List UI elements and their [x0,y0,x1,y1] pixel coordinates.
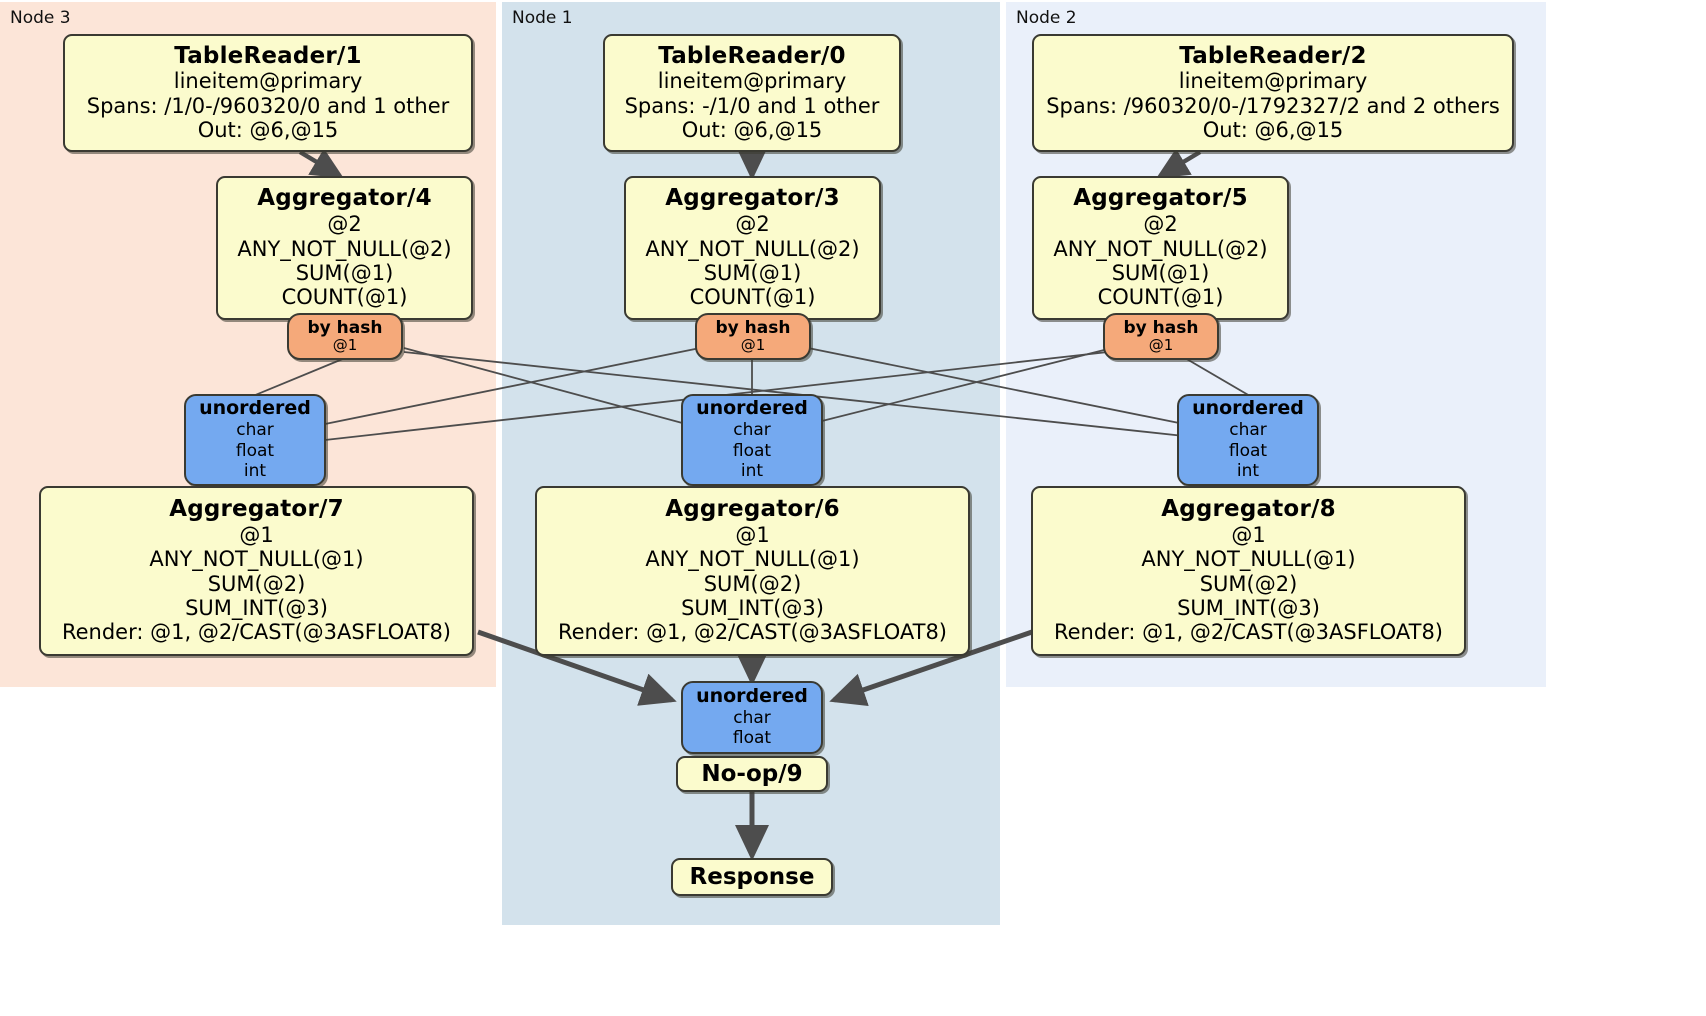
router-title: by hash [1123,317,1199,338]
receiver-title: unordered [199,397,311,420]
receiver-line: float [732,728,772,749]
panel-node1-label: Node 1 [512,8,573,28]
processor-line: Out: @6,@15 [1202,118,1344,143]
processor-title: Aggregator/8 [1161,496,1336,523]
processor-line: SUM(@2) [1199,571,1298,596]
processor-line: Spans: /1/0-/960320/0 and 1 other [86,93,450,118]
processor-line: SUM(@1) [703,260,802,285]
processor-title: Aggregator/6 [665,496,840,523]
receiver-line: char [1229,420,1267,441]
processor-line: @1 [239,522,274,547]
router-title: by hash [715,317,791,338]
panel-node2-label: Node 2 [1016,8,1077,28]
receiver-title: unordered [1192,397,1304,420]
receiver-line: float [732,440,772,461]
processor-line: Render: @1, @2/CAST(@3ASFLOAT8) [1053,620,1444,645]
processor-title: TableReader/1 [174,42,362,69]
processor-aggregator-8[interactable]: Aggregator/8 @1 ANY_NOT_NULL(@1) SUM(@2)… [1031,486,1466,656]
processor-line: lineitem@primary [173,69,363,94]
processor-line: @2 [735,212,770,237]
processor-line: COUNT(@1) [1097,285,1224,310]
receiver-line: float [1228,440,1268,461]
processor-line: SUM_INT(@3) [185,596,328,621]
router-title: by hash [307,317,383,338]
processor-line: Out: @6,@15 [197,118,339,143]
receiver-line: char [236,420,274,441]
receiver-unordered-center[interactable]: unordered char float int [681,394,823,486]
processor-line: @2 [1143,212,1178,237]
receiver-unordered-left[interactable]: unordered char float int [184,394,326,486]
processor-aggregator-5[interactable]: Aggregator/5 @2 ANY_NOT_NULL(@2) SUM(@1)… [1032,176,1289,320]
processor-title: Aggregator/4 [257,185,432,212]
receiver-unordered-final[interactable]: unordered char float [681,681,823,754]
processor-title: TableReader/2 [1179,42,1367,69]
processor-title: Aggregator/5 [1073,185,1248,212]
processor-line: ANY_NOT_NULL(@2) [645,236,860,261]
processor-line: @1 [1231,522,1266,547]
receiver-line: int [1236,461,1260,482]
receiver-line: int [740,461,764,482]
receiver-title: unordered [696,397,808,420]
processor-line: SUM(@2) [207,571,306,596]
processor-aggregator-3[interactable]: Aggregator/3 @2 ANY_NOT_NULL(@2) SUM(@1)… [624,176,881,320]
processor-line: Spans: /960320/0-/1792327/2 and 2 others [1046,93,1500,118]
processor-line: SUM(@2) [703,571,802,596]
receiver-line: char [733,420,771,441]
processor-title: Aggregator/7 [169,496,344,523]
processor-aggregator-6[interactable]: Aggregator/6 @1 ANY_NOT_NULL(@1) SUM(@2)… [535,486,970,656]
processor-line: COUNT(@1) [689,285,816,310]
processor-line: lineitem@primary [657,69,847,94]
router-line: @1 [1148,336,1174,355]
processor-line: @1 [735,522,770,547]
processor-table-reader-1[interactable]: TableReader/1 lineitem@primary Spans: /1… [63,34,473,152]
processor-aggregator-4[interactable]: Aggregator/4 @2 ANY_NOT_NULL(@2) SUM(@1)… [216,176,473,320]
receiver-line: float [235,440,275,461]
processor-line: SUM_INT(@3) [681,596,824,621]
processor-line: ANY_NOT_NULL(@1) [1141,547,1356,572]
processor-line: COUNT(@1) [281,285,408,310]
router-line: @1 [740,336,766,355]
router-by-hash-left[interactable]: by hash @1 [287,313,403,360]
processor-title: Response [689,864,815,890]
processor-title: Aggregator/3 [665,185,840,212]
processor-line: @2 [327,212,362,237]
receiver-line: char [733,708,771,729]
processor-line: SUM(@1) [1111,260,1210,285]
processor-response[interactable]: Response [671,858,833,896]
panel-node3-label: Node 3 [10,8,71,28]
router-by-hash-right[interactable]: by hash @1 [1103,313,1219,360]
receiver-line: int [243,461,267,482]
router-line: @1 [332,336,358,355]
receiver-title: unordered [696,685,808,708]
processor-table-reader-0[interactable]: TableReader/0 lineitem@primary Spans: -/… [603,34,901,152]
processor-line: ANY_NOT_NULL(@2) [237,236,452,261]
processor-line: Render: @1, @2/CAST(@3ASFLOAT8) [61,620,452,645]
processor-line: SUM(@1) [295,260,394,285]
processor-line: Render: @1, @2/CAST(@3ASFLOAT8) [557,620,948,645]
processor-line: SUM_INT(@3) [1177,596,1320,621]
processor-line: Spans: -/1/0 and 1 other [624,93,880,118]
processor-aggregator-7[interactable]: Aggregator/7 @1 ANY_NOT_NULL(@1) SUM(@2)… [39,486,474,656]
processor-line: ANY_NOT_NULL(@1) [645,547,860,572]
receiver-unordered-right[interactable]: unordered char float int [1177,394,1319,486]
processor-line: ANY_NOT_NULL(@1) [149,547,364,572]
processor-line: Out: @6,@15 [681,118,823,143]
processor-table-reader-2[interactable]: TableReader/2 lineitem@primary Spans: /9… [1032,34,1514,152]
processor-title: TableReader/0 [658,42,846,69]
router-by-hash-center[interactable]: by hash @1 [695,313,811,360]
processor-line: ANY_NOT_NULL(@2) [1053,236,1268,261]
processor-title: No-op/9 [701,761,803,787]
processor-line: lineitem@primary [1178,69,1368,94]
processor-noop-9[interactable]: No-op/9 [676,756,828,792]
